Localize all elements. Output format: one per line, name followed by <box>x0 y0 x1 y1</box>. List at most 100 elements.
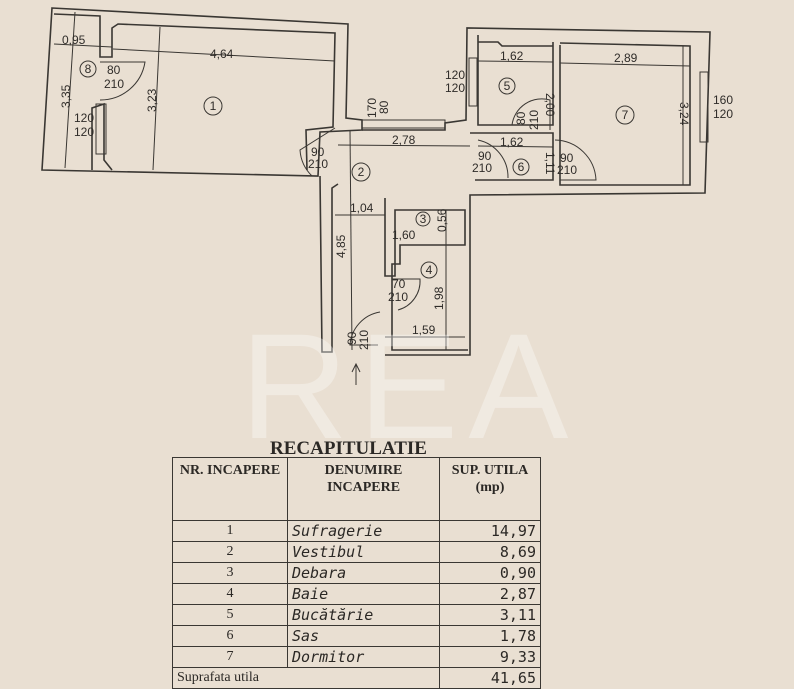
opening-label: 90 <box>478 149 492 163</box>
dim-label: 1,60 <box>392 228 416 242</box>
opening-label: 210 <box>527 110 541 130</box>
dim-line <box>477 60 554 63</box>
dim-line <box>112 48 336 62</box>
opening-label: 80 <box>377 100 391 114</box>
door-room-5 <box>511 98 551 130</box>
room-number: 6 <box>518 160 525 174</box>
cell-name: Bucătărie <box>287 604 440 626</box>
table-title: RECAPITULATIE <box>270 438 427 459</box>
total-label: Suprafata utila <box>172 667 440 689</box>
dim-label: 0,56 <box>435 208 449 232</box>
cell-area: 14,97 <box>439 520 541 542</box>
window-room-7 <box>699 71 709 143</box>
opening-label: 80 <box>107 63 121 77</box>
cell-nr: 2 <box>172 541 288 563</box>
room-number: 1 <box>210 99 217 113</box>
opening-label: 90 <box>311 145 325 159</box>
opening-label: 210 <box>388 290 408 304</box>
cell-name: Vestibul <box>287 541 440 563</box>
cell-name: Debara <box>287 562 440 584</box>
door-entry <box>349 311 381 346</box>
door-room-4 <box>392 278 421 311</box>
room-number: 4 <box>426 263 433 277</box>
door-room-8 <box>99 61 146 101</box>
cell-nr: 1 <box>172 520 288 542</box>
cell-name: Sas <box>287 625 440 647</box>
room-number: 8 <box>85 62 92 76</box>
opening-label: 80 <box>514 111 528 125</box>
wall-rooms-5-6-7 <box>470 35 691 186</box>
cell-area: 1,78 <box>439 625 541 647</box>
cell-nr: 6 <box>172 625 288 647</box>
cell-area: 9,33 <box>439 646 541 668</box>
header-nr: NR. INCAPERE <box>172 457 288 521</box>
door-room-7 <box>554 139 597 181</box>
dim-line <box>559 62 691 67</box>
entry-arrow-icon <box>351 362 361 373</box>
summary-table: NR. INCAPERE DENUMIRE INCAPERE SUP. UTIL… <box>172 457 541 689</box>
cell-area: 2,87 <box>439 583 541 605</box>
dim-label: 1,04 <box>350 201 374 215</box>
dim-label: 1,98 <box>432 286 446 310</box>
opening-label: 90 <box>345 331 359 345</box>
dim-label: 1,62 <box>500 135 524 149</box>
dim-label: 3,24 <box>677 102 691 126</box>
dim-label: 2,89 <box>614 51 638 65</box>
cell-name: Dormitor <box>287 646 440 668</box>
dim-label: 2,00 <box>543 93 557 117</box>
floor-plan: 8 1 2 3 4 5 6 7 0,95 3,35 4,64 3,23 2,78… <box>41 7 733 385</box>
opening-label: 210 <box>357 330 371 350</box>
watermark: REA <box>240 302 579 470</box>
dim-line <box>477 145 554 148</box>
dim-line <box>152 26 161 171</box>
cell-nr: 3 <box>172 562 288 584</box>
header-area: SUP. UTILA (mp) <box>439 457 541 521</box>
header-name: DENUMIRE INCAPERE <box>287 457 440 521</box>
room-number: 7 <box>622 108 629 122</box>
opening-labels: 80 210 120 120 170 80 90 210 120 120 80 … <box>74 63 733 350</box>
wall-room-3-4 <box>384 198 468 351</box>
door-room-6 <box>477 139 509 179</box>
dim-label: 1,59 <box>412 323 436 337</box>
cell-nr: 4 <box>172 583 288 605</box>
opening-label: 90 <box>560 151 574 165</box>
cell-nr: 7 <box>172 646 288 668</box>
dim-label: 4,64 <box>210 47 234 61</box>
table-header: NR. INCAPERE DENUMIRE INCAPERE SUP. UTIL… <box>172 457 541 521</box>
cell-name: Baie <box>287 583 440 605</box>
opening-label: 210 <box>472 161 492 175</box>
cell-nr: 5 <box>172 604 288 626</box>
cell-area: 3,11 <box>439 604 541 626</box>
opening-label: 70 <box>392 277 406 291</box>
opening-label: 210 <box>557 163 577 177</box>
dim-line <box>64 11 76 169</box>
dim-label: 3,23 <box>145 88 159 112</box>
room-number: 2 <box>358 165 365 179</box>
opening-label: 120 <box>445 68 465 82</box>
opening-label: 170 <box>365 98 379 118</box>
opening-label: 120 <box>713 107 733 121</box>
dim-label: 4,85 <box>334 234 348 258</box>
opening-label: 210 <box>308 157 328 171</box>
opening-label: 210 <box>104 77 124 91</box>
opening-label: 120 <box>74 125 94 139</box>
dim-label: 2,78 <box>392 133 416 147</box>
opening-label: 160 <box>713 93 733 107</box>
dim-label: 1,11 <box>543 152 557 175</box>
window-room-5 <box>468 57 478 107</box>
dim-line <box>337 144 471 147</box>
room-number: 5 <box>504 79 511 93</box>
dim-label: 3,35 <box>59 84 73 108</box>
dim-line <box>53 43 113 48</box>
door-room-1 <box>299 127 336 177</box>
cell-name: Sufragerie <box>287 520 440 542</box>
room-number: 3 <box>420 212 427 226</box>
opening-label: 120 <box>74 111 94 125</box>
